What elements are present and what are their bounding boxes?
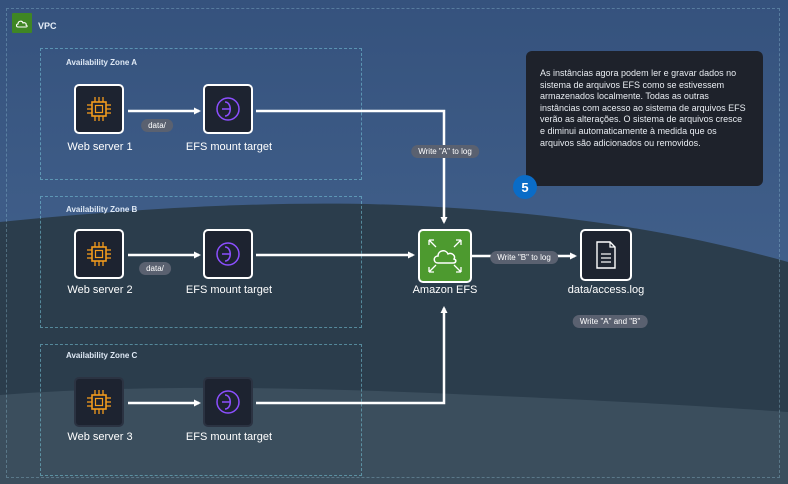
web-server-3-node[interactable] <box>74 377 124 427</box>
mount-target-3-label: EFS mount target <box>185 431 273 443</box>
efs-icon <box>428 239 462 273</box>
mount-target-1-node[interactable] <box>203 84 253 134</box>
ec2-chip-icon <box>87 97 111 121</box>
ec2-chip-icon <box>87 390 111 414</box>
write-b-label: Write "B" to log <box>490 251 558 264</box>
az-label-b: Availability Zone B <box>66 205 138 214</box>
info-callout: As instâncias agora podem ler e gravar d… <box>526 51 763 186</box>
mount-target-2-node[interactable] <box>203 229 253 279</box>
mount-target-icon <box>216 390 240 414</box>
write-a-label: Write "A" to log <box>411 145 479 158</box>
web-server-2-node[interactable] <box>74 229 124 279</box>
access-log-file-label: data/access.log <box>567 284 645 296</box>
access-log-file-node[interactable] <box>580 229 632 281</box>
availability-zone-b <box>40 196 362 328</box>
vpc-cloud-icon <box>12 13 32 33</box>
az-label-c: Availability Zone C <box>66 351 138 360</box>
web-server-1-label: Web server 1 <box>67 141 133 153</box>
availability-zone-a <box>40 48 362 180</box>
web-server-3-label: Web server 3 <box>67 431 133 443</box>
callout-text: As instâncias agora podem ler e gravar d… <box>540 68 746 148</box>
mount-target-icon <box>216 242 240 266</box>
mount-target-1-label: EFS mount target <box>185 141 273 153</box>
availability-zone-c <box>40 344 362 476</box>
path-pill-zone-a: data/ <box>141 119 173 132</box>
mount-target-icon <box>216 97 240 121</box>
ec2-chip-icon <box>87 242 111 266</box>
az-label-a: Availability Zone A <box>66 58 137 67</box>
vpc-label: VPC <box>38 21 57 31</box>
web-server-2-label: Web server 2 <box>67 284 133 296</box>
vpc-boundary <box>6 8 780 478</box>
document-icon <box>596 241 616 269</box>
mount-target-3-node[interactable] <box>203 377 253 427</box>
step-number-badge: 5 <box>513 175 537 199</box>
path-pill-zone-b: data/ <box>139 262 171 275</box>
amazon-efs-node[interactable] <box>418 229 472 283</box>
web-server-1-node[interactable] <box>74 84 124 134</box>
write-a-and-b-label: Write "A" and "B" <box>572 315 648 328</box>
amazon-efs-label: Amazon EFS <box>412 284 478 296</box>
mount-target-2-label: EFS mount target <box>185 284 273 296</box>
link-mount1-efs <box>256 109 448 224</box>
link-mount3-efs <box>256 306 448 405</box>
